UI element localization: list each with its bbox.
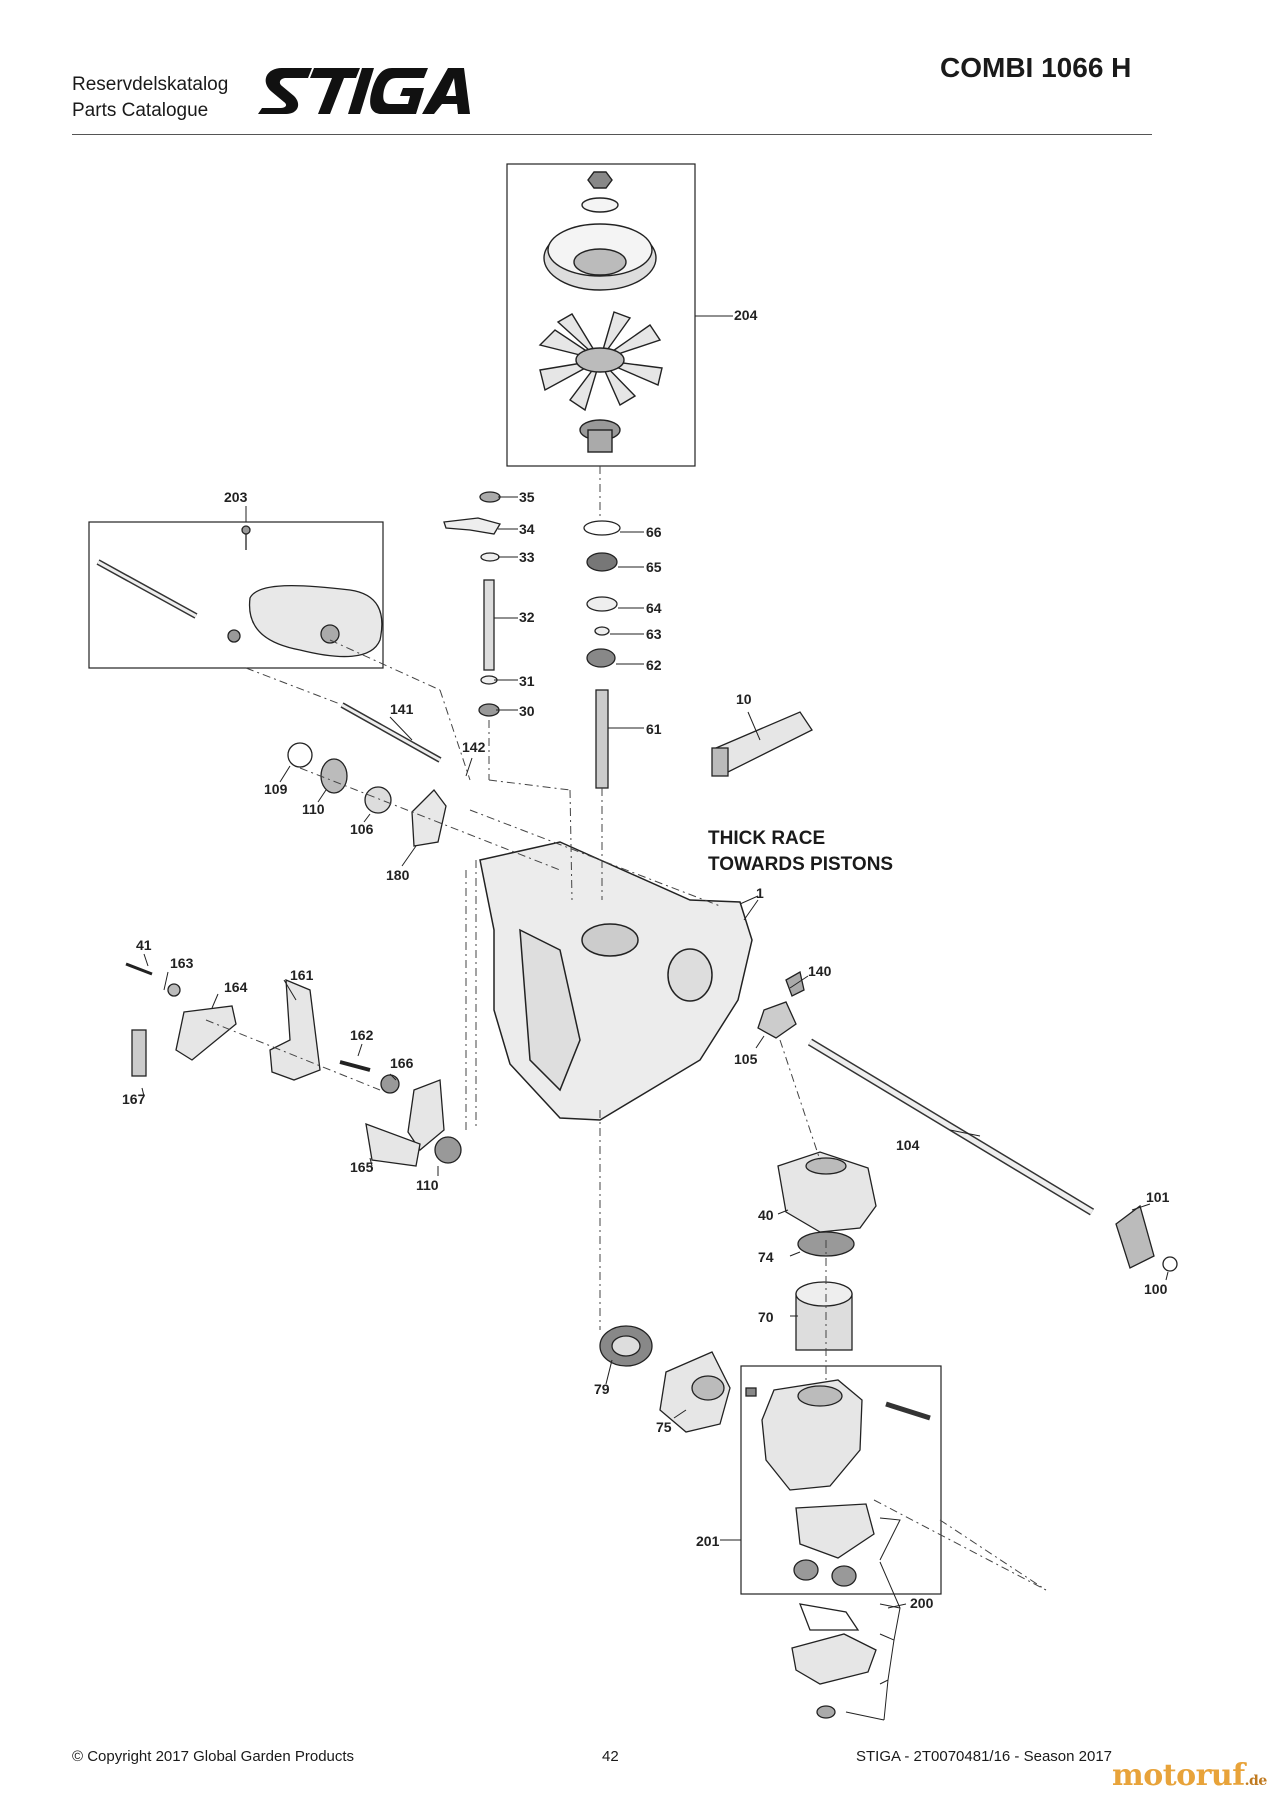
part-number: 32 [519,609,535,625]
part-number: 74 [758,1249,774,1265]
part-number: 75 [656,1419,672,1435]
shaft-stack-parts [443,491,621,789]
part-number: 106 [350,821,374,837]
part-number: 201 [696,1533,720,1549]
part-number: 100 [1144,1281,1168,1297]
part-number: 35 [519,489,535,505]
part-number: 65 [646,559,662,575]
part-number: 162 [350,1027,374,1043]
catalog-title-swedish: Reservdelskatalog [72,74,229,95]
part-number: 64 [646,600,662,616]
part-number: 141 [390,701,414,717]
footer-document-ref: STIGA - 2T0070481/16 - Season 2017 [856,1748,1113,1765]
filter-group-box [88,521,384,669]
part-number: 180 [386,867,410,883]
part-number: 142 [462,739,486,755]
part-number: 33 [519,549,535,565]
header-divider [72,134,1152,135]
assembly-note-line1: THICK RACE [708,828,826,849]
part-number: 70 [758,1309,774,1325]
part-number: 104 [896,1137,920,1153]
part-number: 167 [122,1091,146,1107]
part-number: 66 [646,524,662,540]
handle-part [711,711,813,777]
part-number: 79 [594,1381,610,1397]
center-section-parts [761,1379,931,1719]
part-number: 110 [302,801,325,817]
part-number: 40 [758,1207,774,1223]
part-number: 161 [290,967,314,983]
part-number: 166 [390,1055,414,1071]
watermark-logo: motoruf.de [1112,1758,1267,1793]
part-number: 200 [910,1595,934,1611]
assembly-lines [205,466,1047,1591]
part-number: 41 [136,937,152,953]
motor-stack-parts [599,1151,877,1433]
part-number: 101 [1146,1189,1170,1205]
part-number: 109 [264,781,288,797]
part-number: 10 [736,691,752,707]
part-number: 34 [519,521,535,537]
watermark-suffix: .de [1244,1773,1268,1789]
pulley-fan-group-box [506,163,696,467]
part-number: 140 [808,963,832,979]
center-section-group-box [740,1365,942,1595]
part-number: 31 [519,673,535,689]
footer-copyright: © Copyright 2017 Global Garden Products [72,1748,355,1765]
part-number: 63 [646,626,662,642]
part-number: 30 [519,703,535,719]
part-number: 1 [756,885,764,901]
right-side-parts [757,970,1178,1272]
control-linkage-parts [125,962,462,1167]
footer-page-number: 42 [602,1748,619,1765]
leader-lines [141,315,1169,1721]
part-number: 62 [646,657,662,673]
part-number: 164 [224,979,248,995]
transaxle-housing [479,841,753,1121]
part-number: 165 [350,1159,374,1175]
part-number: 110 [416,1177,439,1193]
part-number: 204 [734,307,758,323]
watermark-text: motoruf [1112,1758,1245,1793]
filter-parts [96,525,383,658]
stiga-logo [258,68,470,114]
part-number: 105 [734,1051,758,1067]
pulley-fan-parts [538,171,663,453]
part-number: 61 [646,721,662,737]
left-bearing-parts [287,702,447,847]
assembly-note-line2: TOWARDS PISTONS [708,854,894,875]
part-number: 203 [224,489,248,505]
part-number: 163 [170,955,194,971]
catalog-title-english: Parts Catalogue [72,100,209,121]
part-number-labels: 204 203 35 34 33 32 31 30 66 65 64 63 62… [122,307,1170,1611]
model-title: COMBI 1066 H [940,52,1132,83]
